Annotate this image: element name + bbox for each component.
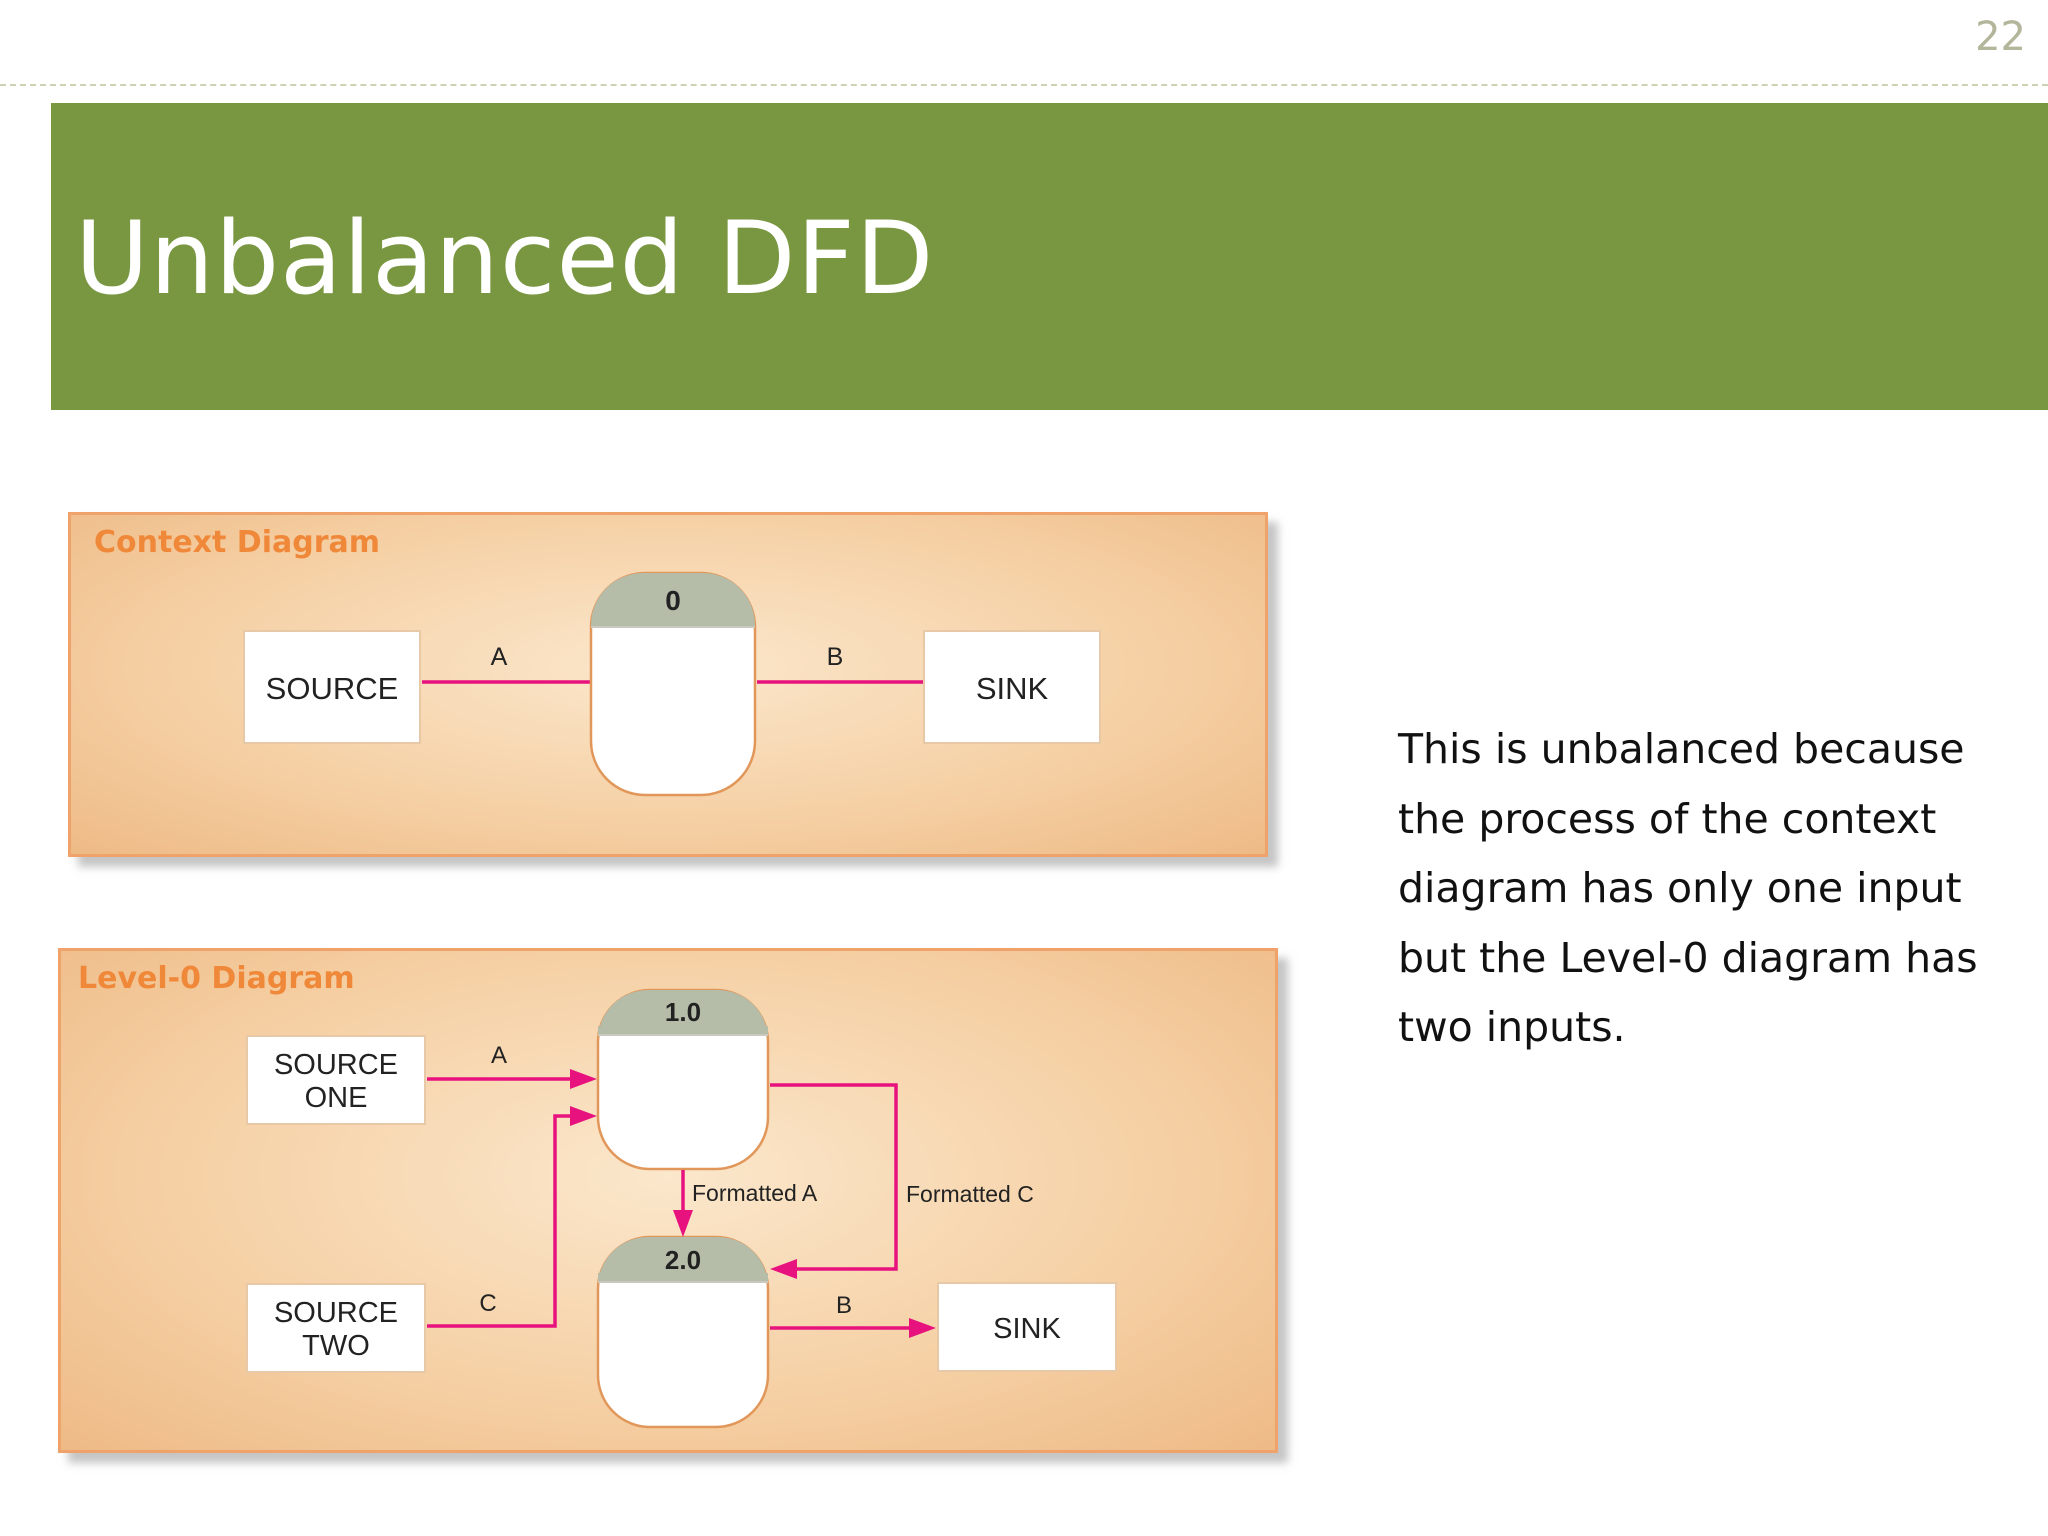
flow-a-label: A [491, 1042, 507, 1069]
flow-formatted-a-arrowhead [673, 1210, 693, 1237]
context-flow-b-label: B [827, 643, 844, 671]
context-process-0 [589, 571, 757, 797]
process-2-0-id: 2.0 [665, 1245, 701, 1275]
flow-formatted-c-label: Formatted C [906, 1181, 1034, 1207]
level0-sink-label: SINK [993, 1313, 1061, 1345]
level0-diagram-label: Level-0 Diagram [78, 961, 355, 996]
flow-b-label: B [836, 1292, 852, 1319]
slide-title: Unbalanced DFD [75, 199, 935, 317]
context-sink-label: SINK [976, 671, 1049, 706]
flow-c-label: C [479, 1290, 496, 1317]
level0-sink-entity [937, 1282, 1117, 1372]
level0-diagram-panel: Level-0 Diagram SOURCE ONE SOURCE TWO 1.… [58, 948, 1278, 1453]
context-sink-entity [923, 630, 1101, 744]
process-2-0 [596, 1235, 770, 1429]
page-number: 22 [1975, 14, 2026, 60]
process-1-0 [596, 988, 770, 1171]
explanation-text: This is unbalanced because the process o… [1398, 725, 1978, 1051]
context-diagram-svg: SOURCE A 0 B SINK [243, 571, 1101, 797]
flow-a-arrowhead [570, 1069, 597, 1089]
source-one-label-line2: ONE [305, 1082, 368, 1114]
context-diagram-panel: Context Diagram SOURCE A 0 B SINK [68, 512, 1268, 857]
header-divider [0, 84, 2048, 86]
context-process-id: 0 [665, 585, 681, 616]
level0-diagram-svg: SOURCE ONE SOURCE TWO 1.0 2.0 A C [246, 988, 1117, 1429]
source-one-entity [246, 1035, 426, 1125]
flow-b-arrowhead [909, 1318, 936, 1338]
source-two-label-line1: SOURCE [274, 1297, 398, 1329]
flow-formatted-c-line [770, 1083, 898, 1271]
source-two-label-line2: TWO [302, 1330, 370, 1362]
title-band: Unbalanced DFD [51, 103, 2048, 410]
flow-c-arrowhead [570, 1106, 597, 1126]
flow-formatted-c-arrowhead [770, 1259, 797, 1279]
flow-c-line [427, 1114, 573, 1328]
flow-formatted-a-label: Formatted A [692, 1180, 818, 1206]
source-two-entity [246, 1283, 426, 1373]
context-flow-a-label: A [491, 643, 508, 671]
context-diagram-label: Context Diagram [94, 525, 381, 560]
context-source-entity [243, 630, 421, 744]
source-one-label-line1: SOURCE [274, 1049, 398, 1081]
process-1-0-id: 1.0 [665, 997, 701, 1027]
context-source-label: SOURCE [266, 671, 399, 706]
